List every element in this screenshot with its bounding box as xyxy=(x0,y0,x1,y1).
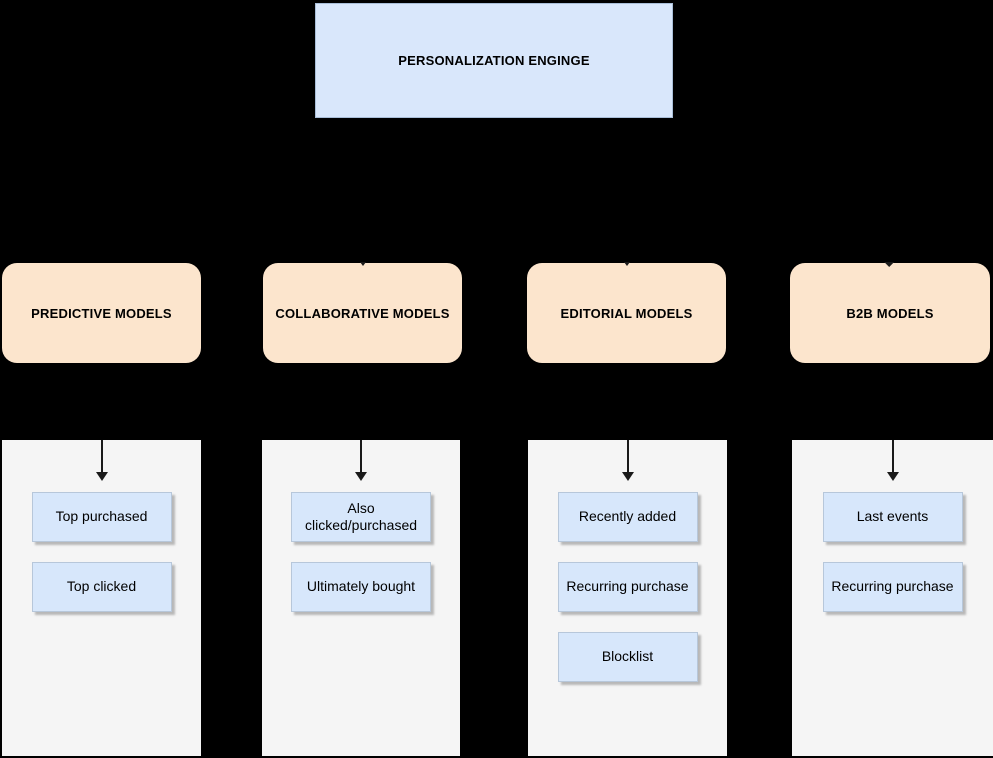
child-node-label: Recurring purchase xyxy=(566,578,689,595)
child-node-recently-added: Recently added xyxy=(557,492,698,542)
child-node-top-clicked: Top clicked xyxy=(31,562,172,612)
child-node-recurring-purchase: Recurring purchase xyxy=(822,562,963,612)
child-node-label: Last events xyxy=(856,508,929,525)
connector-down-arrow xyxy=(355,440,367,481)
child-node-top-purchased: Top purchased xyxy=(31,492,172,542)
connector-arrowhead xyxy=(355,472,367,481)
child-node-label: Top clicked xyxy=(66,578,137,595)
connector-arrowhead xyxy=(886,472,899,481)
child-node-blocklist: Blocklist xyxy=(557,632,698,682)
child-node-label: Recurring purchase xyxy=(831,578,954,595)
connector-arrow-tip xyxy=(884,262,895,267)
child-node-label: Top purchased xyxy=(55,508,148,525)
connector-down-arrow xyxy=(621,440,634,481)
connector-arrow-tip xyxy=(623,262,630,266)
category-label: COLLABORATIVE MODELS xyxy=(275,305,450,321)
category-label: EDITORIAL MODELS xyxy=(560,305,693,321)
category-node-b2b-models: B2B MODELS xyxy=(790,262,990,363)
category-node-editorial-models: EDITORIAL MODELS xyxy=(527,262,726,363)
child-node-label: Recently added xyxy=(578,508,677,525)
group-panel-editorial: Recently added Recurring purchase Blockl… xyxy=(528,440,727,756)
child-node-label: Blocklist xyxy=(601,648,654,665)
group-panel-collaborative: Also clicked/purchased Ultimately bought xyxy=(262,440,460,756)
child-node-ultimately-bought: Ultimately bought xyxy=(291,562,431,612)
category-node-predictive-models: PREDICTIVE MODELS xyxy=(2,263,201,363)
connector-arrowhead xyxy=(95,472,108,481)
connector-arrowhead xyxy=(621,472,634,481)
connector-line xyxy=(100,440,103,473)
connector-line xyxy=(360,440,362,473)
child-node-last-events: Last events xyxy=(822,492,963,542)
connector-arrow-tip xyxy=(359,262,366,266)
category-label: PREDICTIVE MODELS xyxy=(31,305,172,321)
connector-down-arrow xyxy=(886,440,899,481)
group-panel-b2b: Last events Recurring purchase xyxy=(792,440,993,756)
connector-down-arrow xyxy=(95,440,108,481)
connector-line xyxy=(891,440,894,473)
group-panel-predictive: Top purchased Top clicked xyxy=(2,440,201,756)
connector-line xyxy=(626,440,629,473)
child-node-label: Also clicked/purchased xyxy=(304,499,418,534)
root-node-personalization-engine: PERSONALIZATION ENGINGE xyxy=(315,3,673,118)
child-node-also-clicked-purchased: Also clicked/purchased xyxy=(291,492,431,542)
category-node-collaborative-models: COLLABORATIVE MODELS xyxy=(263,262,462,363)
child-node-recurring-purchase: Recurring purchase xyxy=(557,562,698,612)
child-node-label: Ultimately bought xyxy=(306,578,416,595)
category-label: B2B MODELS xyxy=(846,305,934,321)
root-node-label: PERSONALIZATION ENGINGE xyxy=(398,53,590,68)
